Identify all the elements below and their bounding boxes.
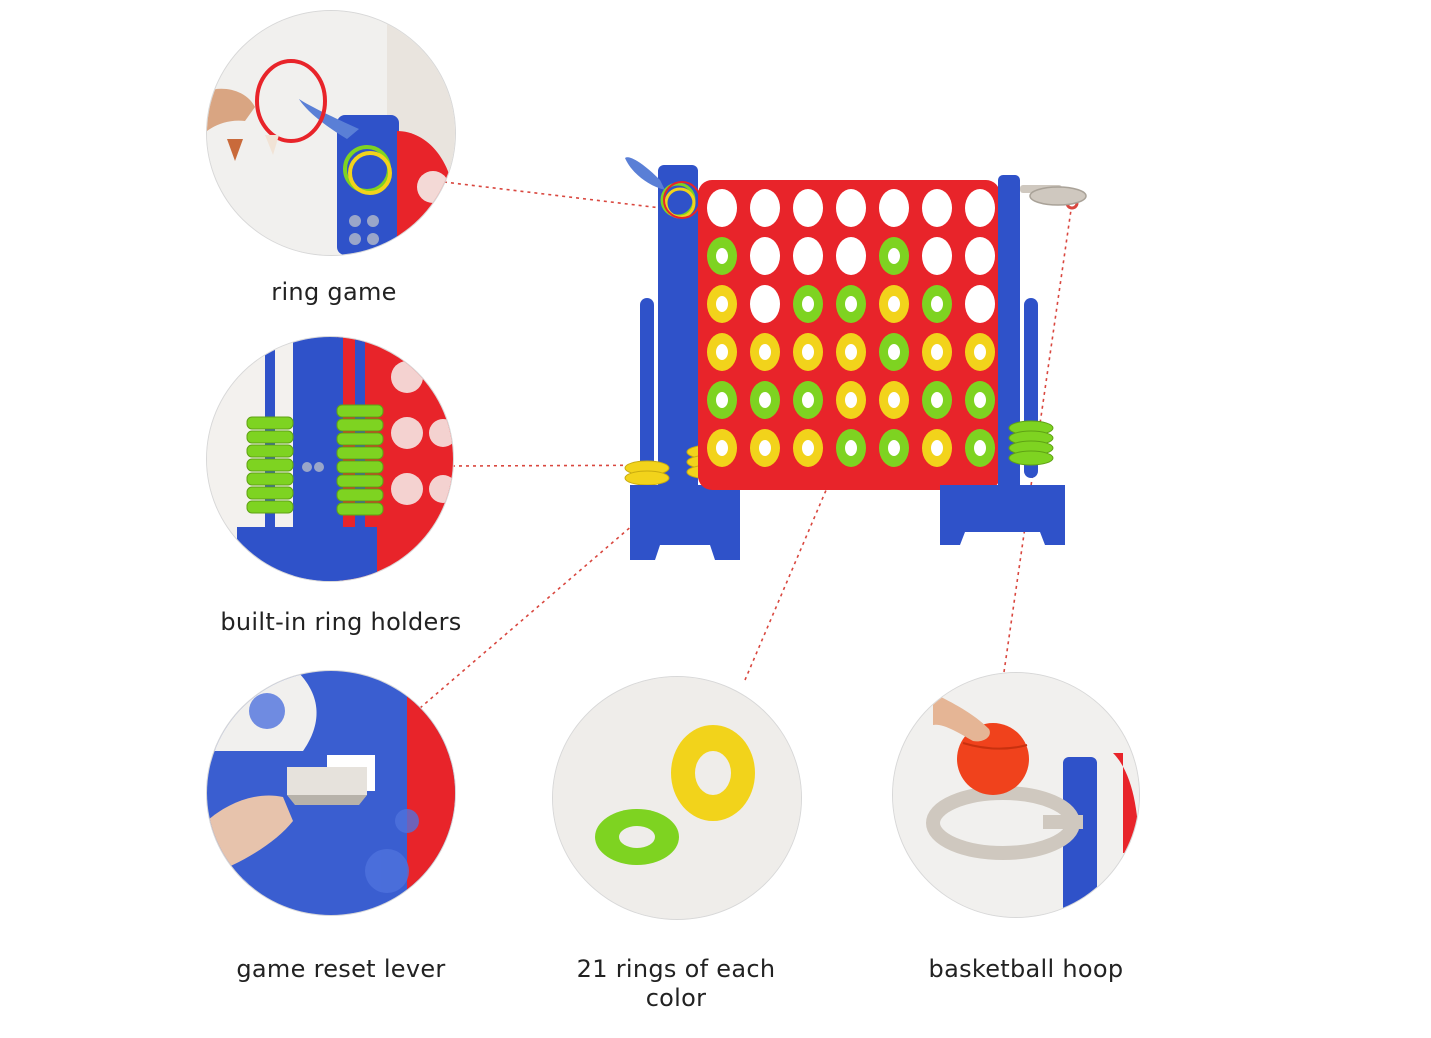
board-slot-ring-hole [802, 440, 814, 456]
reset-lever-photo [207, 671, 455, 915]
board-slot [922, 189, 952, 227]
board-slot-ring-hole [888, 440, 900, 456]
board-slot-ring-hole [931, 392, 943, 408]
board-slot [793, 189, 823, 227]
board-slot-ring-hole [888, 296, 900, 312]
rings-label-line1: 21 rings of each [576, 955, 776, 983]
basketball-hoop-photo [893, 673, 1139, 917]
board-slot [750, 285, 780, 323]
board-slot-ring-hole [716, 440, 728, 456]
board-slot-ring-hole [974, 440, 986, 456]
board-slot-ring-hole [931, 296, 943, 312]
board-slot [922, 237, 952, 275]
board-slot [879, 189, 909, 227]
board-slot-ring-hole [845, 392, 857, 408]
board-slot [750, 237, 780, 275]
board-slot [750, 189, 780, 227]
board-slot [836, 189, 866, 227]
board-slot-ring-hole [759, 392, 771, 408]
reset-lever-label: game reset lever [236, 955, 446, 983]
ring-game-callout [206, 10, 456, 256]
board-slot [707, 189, 737, 227]
ring-holders-photo [207, 337, 453, 581]
board-slot-ring-hole [845, 440, 857, 456]
board-slot-ring-hole [931, 440, 943, 456]
rings-label: 21 rings of each color [556, 955, 796, 1013]
board-slot-ring-hole [974, 392, 986, 408]
rings-label-line2: color [645, 984, 707, 1012]
board-slot-ring-hole [931, 344, 943, 360]
board-slot-ring-hole [802, 392, 814, 408]
board-slot [965, 237, 995, 275]
board-slot-ring-hole [716, 296, 728, 312]
board-slot-ring-hole [888, 344, 900, 360]
board-slot-ring-hole [716, 392, 728, 408]
ring-game-label: ring game [271, 278, 397, 306]
board-slot-ring-hole [845, 344, 857, 360]
board-slot [836, 237, 866, 275]
ring-holders-callout [206, 336, 454, 582]
board-slot-ring-hole [888, 248, 900, 264]
rings-callout [552, 676, 802, 920]
board-slot-ring-hole [974, 344, 986, 360]
basketball-hoop-label: basketball hoop [928, 955, 1124, 983]
board-slot-ring-hole [716, 248, 728, 264]
basketball-hoop-callout [892, 672, 1140, 918]
ring-game-photo [207, 11, 455, 255]
board-slot-ring-hole [888, 392, 900, 408]
board-slot [965, 189, 995, 227]
board-slot-ring-hole [802, 344, 814, 360]
ring-holders-label: built-in ring holders [220, 608, 462, 636]
board-slot [793, 237, 823, 275]
board-slot-ring-hole [716, 344, 728, 360]
four-in-a-row-game-board [624, 157, 1087, 560]
board-slot-ring-hole [802, 296, 814, 312]
rings-photo [553, 677, 801, 919]
board-slot-ring-hole [759, 440, 771, 456]
board-slot [965, 285, 995, 323]
board-slot-ring-hole [759, 344, 771, 360]
board-slot-ring-hole [845, 296, 857, 312]
reset-lever-callout [206, 670, 456, 916]
